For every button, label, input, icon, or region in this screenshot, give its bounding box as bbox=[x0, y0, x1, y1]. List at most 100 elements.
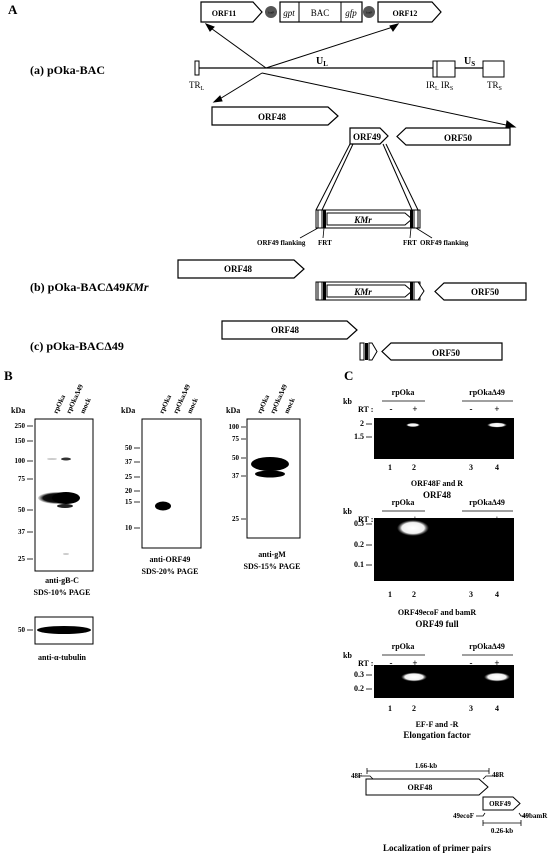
svg-text:50: 50 bbox=[125, 444, 133, 452]
orf49-flanking-right-label: ORF49 flanking bbox=[420, 239, 469, 247]
blot1-caption-1: anti-gB-C bbox=[45, 576, 79, 585]
orf50-label-c: ORF50 bbox=[432, 348, 460, 358]
primer-49bamr-arrow bbox=[518, 812, 528, 817]
gel2-caption-1: ORF49ecoF and bamR bbox=[398, 608, 477, 617]
orf50-arrow-c bbox=[381, 342, 503, 361]
orf48-arrow bbox=[211, 106, 339, 126]
ul-label: UL bbox=[316, 56, 328, 68]
primer-48f-arrow bbox=[358, 775, 374, 780]
row-b-label: (b) pOka-BACΔ49KMr bbox=[30, 280, 149, 294]
blot1-marker-ticks bbox=[27, 425, 33, 560]
orf50-arrow bbox=[396, 127, 511, 146]
svg-text:75: 75 bbox=[232, 435, 240, 443]
trs-label: TRS bbox=[487, 80, 502, 92]
svg-text:4: 4 bbox=[495, 704, 499, 713]
svg-text:25: 25 bbox=[18, 555, 26, 563]
tubulin-caption: anti-α-tubulin bbox=[38, 653, 87, 662]
svg-text:1: 1 bbox=[388, 590, 392, 599]
svg-text:rpOkaΔ49: rpOkaΔ49 bbox=[469, 388, 505, 397]
blot2-markers: 50 37 25 20 15 10 bbox=[125, 444, 133, 532]
gel3-band-lane2 bbox=[401, 672, 427, 682]
size-49-label: 0.26-kb bbox=[491, 827, 513, 835]
orf50-label: ORF50 bbox=[444, 133, 472, 143]
panel-c-label: C bbox=[344, 368, 353, 383]
blot2-bands bbox=[155, 501, 171, 511]
primer-map-orf48-arrow bbox=[365, 778, 489, 796]
orf49-flanking-left-label: ORF49 flanking bbox=[257, 239, 306, 247]
gel2-caption-2: ORF49 full bbox=[415, 619, 459, 629]
gel1-band-lane4 bbox=[487, 422, 507, 428]
orf50-arrow-b bbox=[434, 282, 527, 301]
orf11-label: ORF11 bbox=[212, 9, 236, 18]
svg-text:-: - bbox=[390, 658, 393, 668]
kmr-cassette-b bbox=[315, 281, 425, 301]
gel2-marker-0.1: 0.1 bbox=[354, 560, 364, 569]
primer-48r-arrow bbox=[482, 775, 498, 780]
recombination-lines bbox=[315, 143, 419, 211]
orf48-label-c: ORF48 bbox=[271, 325, 299, 335]
svg-text:37: 37 bbox=[125, 458, 133, 466]
svg-text:-: - bbox=[470, 658, 473, 668]
blot1-lane-labels: rpOka rpOkaΔ49 mock bbox=[52, 383, 93, 415]
svg-text:4: 4 bbox=[495, 463, 499, 472]
frt-scar-c bbox=[359, 342, 378, 361]
primer-48f-label: 48F bbox=[351, 772, 362, 780]
svg-text:15: 15 bbox=[125, 498, 133, 506]
svg-text:37: 37 bbox=[18, 528, 26, 536]
gel2-lane-numbers: 1 2 3 4 bbox=[388, 590, 499, 599]
svg-text:25: 25 bbox=[125, 473, 133, 481]
blot2-lane-mock: mock bbox=[186, 397, 200, 415]
svg-text:1: 1 bbox=[388, 463, 392, 472]
panel-b-label: B bbox=[4, 368, 13, 383]
orf12-label: ORF12 bbox=[393, 9, 418, 18]
svg-text:37: 37 bbox=[232, 472, 240, 480]
loxp-right-label: loxP bbox=[366, 11, 372, 15]
svg-text:50: 50 bbox=[18, 506, 26, 514]
svg-text:3: 3 bbox=[469, 463, 473, 472]
tubulin-bands bbox=[37, 626, 91, 634]
svg-text:10: 10 bbox=[125, 524, 133, 532]
kmr-cassette bbox=[315, 209, 421, 229]
svg-text:RT :: RT : bbox=[358, 405, 373, 414]
svg-text:rpOkaΔ49: rpOkaΔ49 bbox=[469, 642, 505, 651]
bac-insert-cassette: ORF11 loxP gpt BAC gfp loxP ORF12 bbox=[200, 1, 442, 23]
orf48-arrow-c bbox=[221, 320, 358, 340]
kmr-label-b: KMr bbox=[353, 287, 372, 297]
orf50-label-b: ORF50 bbox=[471, 287, 499, 297]
primer-map-orf48-label: ORF48 bbox=[408, 783, 433, 792]
gel2-image bbox=[374, 518, 514, 581]
orf48-arrow-b bbox=[177, 259, 305, 279]
loxp-left-label: loxP bbox=[268, 11, 274, 15]
svg-text:rpOkaΔ49: rpOkaΔ49 bbox=[469, 498, 505, 507]
orf48-label-b: ORF48 bbox=[224, 264, 252, 274]
flank-pointer-lines bbox=[299, 227, 433, 239]
gel2-marker-0.3: 0.3 bbox=[354, 519, 364, 528]
blot2-caption-1: anti-ORF49 bbox=[150, 555, 191, 564]
gel3-marker-0.2: 0.2 bbox=[354, 684, 364, 693]
irl-irs-label: IRL IRS bbox=[426, 80, 453, 92]
svg-text:rpOka: rpOka bbox=[392, 642, 415, 651]
svg-text:rpOka: rpOka bbox=[392, 388, 415, 397]
blot1-bands bbox=[38, 457, 80, 555]
frt-left-label: FRT bbox=[318, 239, 332, 247]
insert-pointer-lines bbox=[204, 23, 400, 69]
svg-text:100: 100 bbox=[229, 423, 240, 431]
blot3-bands bbox=[251, 457, 289, 478]
primer-map-orf49-label: ORF49 bbox=[489, 800, 511, 808]
primer-49ecof-arrow bbox=[476, 812, 486, 817]
frt-right-label: FRT bbox=[403, 239, 417, 247]
gel3-kb-label: kb bbox=[343, 651, 352, 660]
blot1-markers: 250 150 100 75 50 37 25 bbox=[15, 422, 26, 563]
kmr-label: KMr bbox=[353, 215, 372, 225]
svg-text:2: 2 bbox=[412, 704, 416, 713]
orf11-arrow bbox=[200, 1, 263, 23]
gel3-header: rpOka rpOkaΔ49 RT : - + - + bbox=[358, 642, 513, 668]
gel3-image bbox=[374, 665, 514, 698]
gel3-caption-1: EF-F and -R bbox=[416, 720, 459, 729]
kda-label-blot2: kDa bbox=[121, 406, 135, 415]
blot2-caption-2: SDS-20% PAGE bbox=[142, 567, 199, 576]
size-48-label: 1.66-kb bbox=[415, 762, 437, 770]
blot3-markers: 100 75 50 37 25 bbox=[229, 423, 240, 523]
tubulin-marker-50: 50 bbox=[18, 626, 26, 634]
svg-text:2: 2 bbox=[412, 463, 416, 472]
